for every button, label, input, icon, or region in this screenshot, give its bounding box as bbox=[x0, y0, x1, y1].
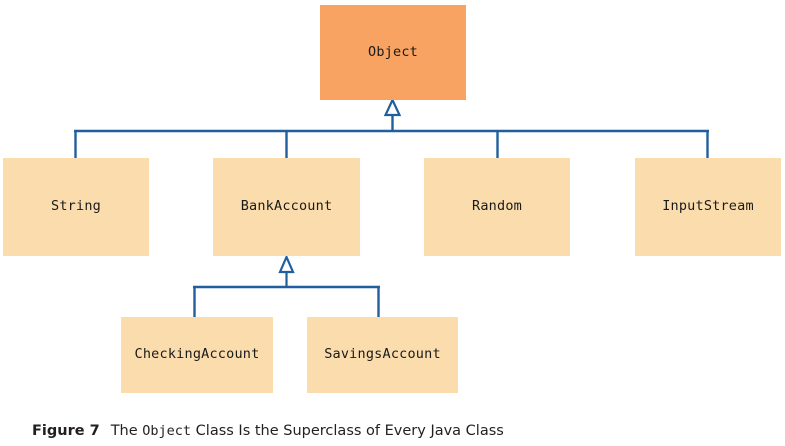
caption-text-mono: Object bbox=[142, 423, 192, 439]
generalization-arrowhead-bankaccount bbox=[278, 254, 295, 274]
class-label-random: Random bbox=[472, 198, 522, 215]
caption-text-after: Class Is the Superclass of Every Java Cl… bbox=[191, 423, 504, 439]
class-label-bankaccount: BankAccount bbox=[240, 198, 333, 215]
caption-text-before: The bbox=[110, 423, 143, 439]
class-label-inputstream: InputStream bbox=[662, 198, 754, 215]
class-label-checkingaccount: CheckingAccount bbox=[134, 346, 260, 363]
edge-group-bankaccount bbox=[193, 254, 380, 318]
class-box-savingsaccount[interactable]: SavingsAccount bbox=[307, 317, 458, 393]
class-label-object: Object bbox=[368, 43, 418, 60]
class-label-savingsaccount: SavingsAccount bbox=[324, 346, 441, 363]
class-box-object[interactable]: Object bbox=[320, 5, 466, 100]
class-box-checkingaccount[interactable]: CheckingAccount bbox=[121, 317, 273, 393]
figure-number: Figure 7 bbox=[32, 423, 100, 439]
class-box-bankaccount[interactable]: BankAccount bbox=[213, 158, 360, 256]
class-label-string: String bbox=[51, 198, 101, 215]
figure-caption: Figure 7 The Object Class Is the Supercla… bbox=[32, 423, 504, 440]
generalization-arrowhead-object bbox=[383, 97, 402, 117]
class-box-inputstream[interactable]: InputStream bbox=[635, 158, 781, 256]
class-box-string[interactable]: String bbox=[3, 158, 149, 256]
edge-group-object bbox=[74, 97, 709, 159]
class-box-random[interactable]: Random bbox=[424, 158, 570, 256]
